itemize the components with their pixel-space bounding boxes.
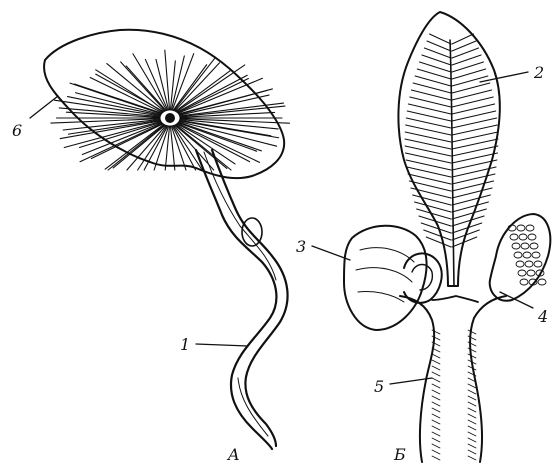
right-lobe: [490, 214, 551, 301]
label-3: 3: [296, 237, 306, 256]
tube-stem: [196, 150, 276, 449]
leader-line-2: [480, 72, 528, 82]
feathery-organ: [398, 12, 500, 286]
label-4: 4: [537, 307, 548, 326]
label-2: 2: [533, 63, 544, 82]
crown-disc: [44, 30, 289, 178]
leader-line-1: [196, 344, 248, 346]
label-5: 5: [374, 377, 384, 396]
base-body: [400, 296, 506, 462]
leader-line-6: [30, 96, 58, 118]
label-panel-a: A: [226, 445, 240, 464]
label-1: 1: [180, 335, 190, 354]
left-lobe: [344, 226, 442, 330]
label-panel-b: Б: [393, 445, 406, 464]
label-6: 6: [12, 121, 22, 140]
leader-line-3: [312, 246, 350, 260]
figure-a: [44, 30, 289, 449]
